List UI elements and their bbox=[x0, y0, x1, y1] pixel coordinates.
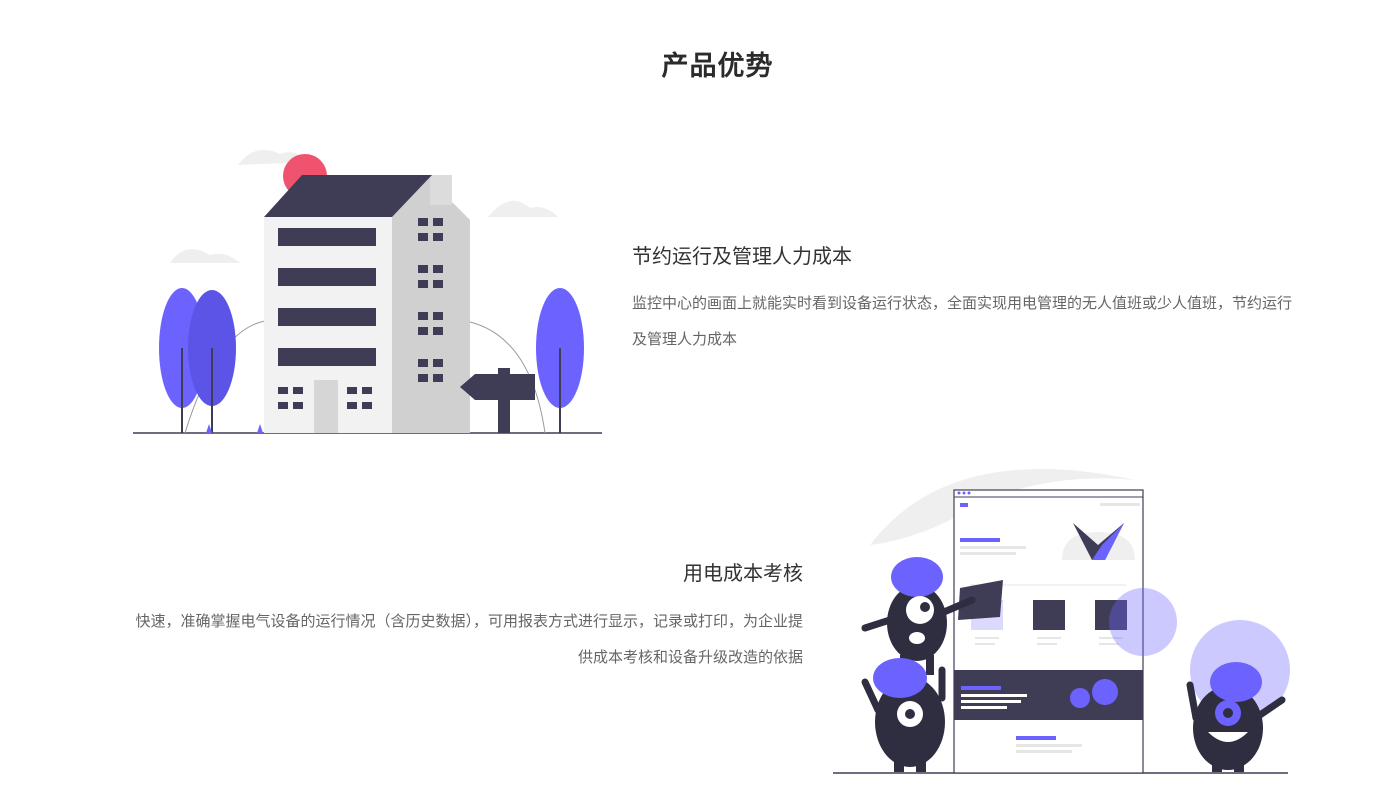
feature-description-labor-cost: 监控中心的画面上就能实时看到设备运行状态，全面实现用电管理的无人值班或少人值班，… bbox=[632, 294, 1293, 348]
feature-description-power-cost: 快速，准确掌握电气设备的运行情况（含历史数据），可用报表方式进行显示，记录或打印… bbox=[135, 612, 803, 666]
section-title: 产品优势 bbox=[661, 51, 774, 82]
office-building-illustration bbox=[130, 140, 605, 440]
monsters-webpage-illustration bbox=[830, 460, 1295, 780]
feature-title-labor-cost: 节约运行及管理人力成本 bbox=[632, 244, 852, 268]
feature-title-power-cost: 用电成本考核 bbox=[683, 561, 803, 585]
